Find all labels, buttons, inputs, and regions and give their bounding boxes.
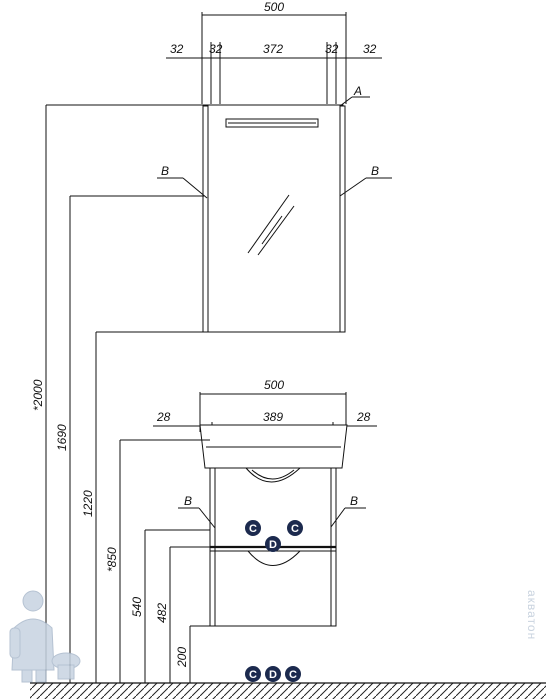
dimension-labels: 500 32 32 372 32 32 500 28 389 28 *2000 …: [31, 0, 377, 668]
plumber-mascot-logo: [9, 590, 81, 683]
marker-c-left-floor: C: [245, 666, 261, 682]
mirror-cabinet: [166, 12, 382, 333]
svg-text:D: D: [269, 669, 277, 681]
marker-d-floor: D: [265, 666, 281, 682]
dim-cabinet-right: 28: [356, 410, 371, 424]
svg-text:D: D: [269, 539, 277, 551]
label-b-cabinet-left: B: [184, 494, 192, 508]
dim-mirror-right-inner: 32: [325, 42, 339, 56]
marker-c-left-upper: C: [245, 520, 261, 536]
marker-c-right-floor: C: [285, 666, 301, 682]
dim-mirror-left-inner: 32: [209, 42, 223, 56]
marker-d-upper: D: [265, 536, 281, 552]
svg-text:C: C: [291, 523, 299, 535]
dim-height-1220: 1220: [81, 490, 95, 517]
dim-mirror-left-outer: 32: [170, 42, 184, 56]
dim-cabinet-width: 500: [264, 378, 284, 392]
dim-mirror-width: 500: [264, 0, 284, 14]
label-b-mirror-left: B: [161, 164, 169, 178]
leader-lines: [157, 96, 392, 529]
dim-cabinet-left: 28: [156, 410, 171, 424]
vertical-dimensions: [45, 104, 212, 683]
reference-labels: A B B B B: [161, 84, 379, 508]
dim-height-850: *850: [105, 547, 119, 572]
svg-text:C: C: [289, 669, 297, 681]
svg-text:C: C: [249, 669, 257, 681]
dim-height-482: 482: [155, 603, 169, 623]
dim-mirror-inner: 372: [263, 42, 283, 56]
dim-height-540: 540: [130, 597, 144, 617]
dim-cabinet-inner: 389: [263, 410, 283, 424]
vanity-cabinet: [153, 392, 377, 683]
label-b-mirror-right: B: [371, 164, 379, 178]
svg-text:C: C: [249, 523, 257, 535]
dim-mirror-right-outer: 32: [363, 42, 377, 56]
label-b-cabinet-right: B: [350, 494, 358, 508]
dim-height-200: 200: [175, 647, 189, 668]
marker-c-right-upper: C: [287, 520, 303, 536]
fastener-markers: C C D C D C: [245, 520, 303, 682]
floor: [30, 682, 546, 699]
dim-height-total: *2000: [31, 379, 45, 411]
brand-watermark: акватон: [525, 590, 539, 640]
label-a: A: [353, 84, 362, 98]
dim-height-1690: 1690: [55, 424, 69, 451]
